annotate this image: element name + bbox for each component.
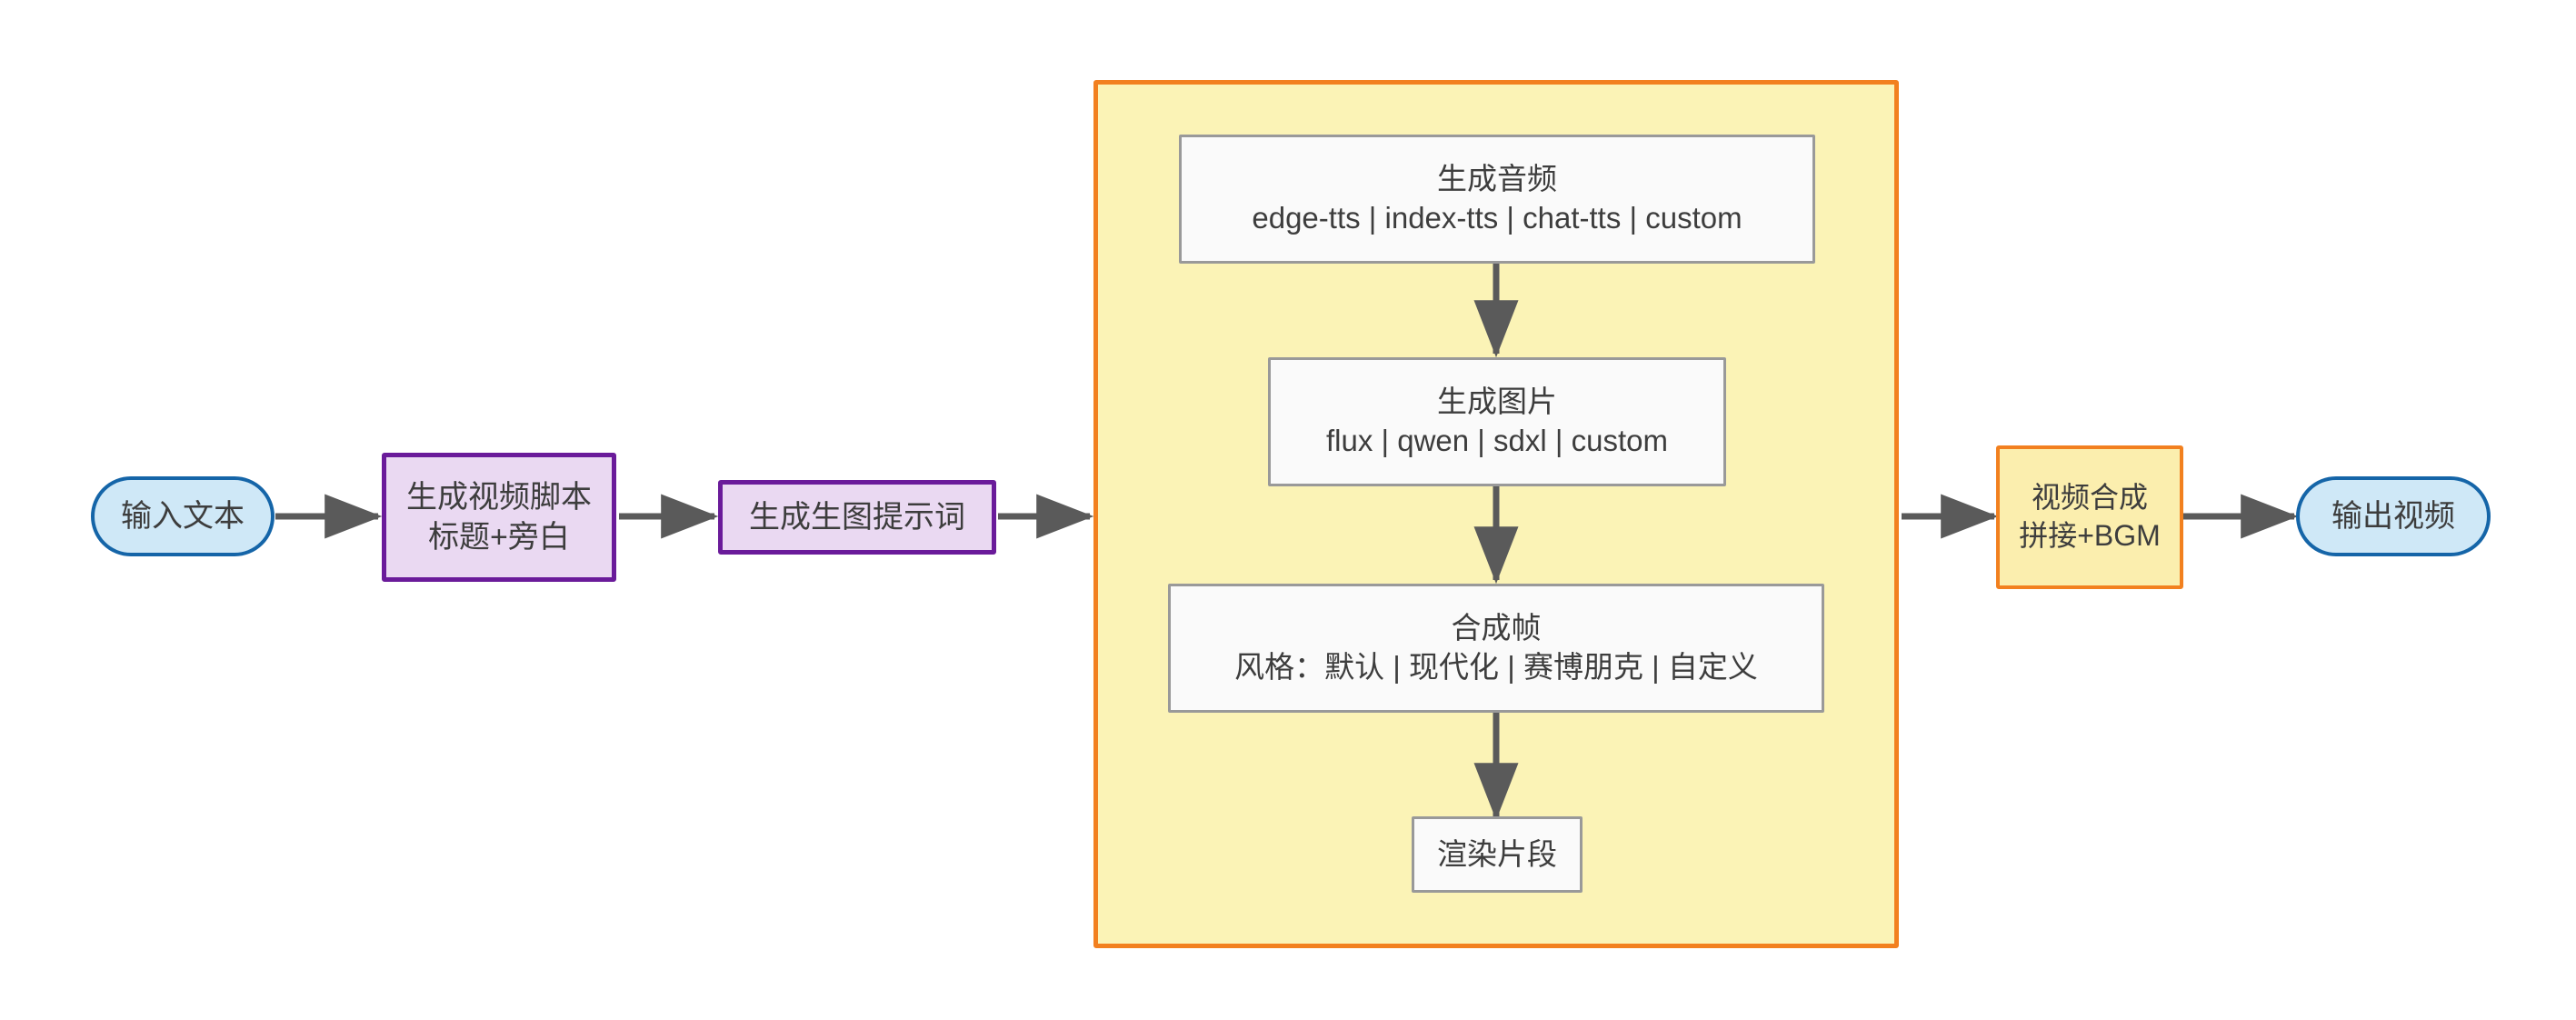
node-generate-image-prompt[interactable]: 生成生图提示词	[718, 480, 996, 555]
node-generate-image-prompt-label: 生成生图提示词	[749, 499, 965, 535]
node-video-merge-title: 视频合成	[2031, 481, 2148, 515]
node-output-video-label: 输出视频	[2331, 498, 2455, 534]
node-output-video[interactable]: 输出视频	[2296, 476, 2491, 556]
node-generate-image-options: flux | qwen | sdxl | custom	[1325, 424, 1669, 457]
node-generate-script-title: 生成视频脚本	[406, 479, 592, 515]
node-video-merge[interactable]: 视频合成 拼接+BGM	[1996, 445, 2183, 589]
node-generate-image[interactable]: 生成图片 flux | qwen | sdxl | custom	[1268, 357, 1726, 486]
node-render-clip-label: 渲染片段	[1437, 836, 1557, 871]
node-compose-frame-title: 合成帧	[1451, 611, 1542, 645]
node-compose-frame-options: 风格：默认 | 现代化 | 赛博朋克 | 自定义	[1234, 650, 1758, 684]
node-generate-script[interactable]: 生成视频脚本 标题+旁白	[382, 453, 616, 582]
node-compose-frame[interactable]: 合成帧 风格：默认 | 现代化 | 赛博朋克 | 自定义	[1168, 584, 1824, 713]
node-input-text[interactable]: 输入文本	[91, 476, 275, 556]
node-generate-script-subtitle: 标题+旁白	[428, 520, 570, 555]
node-input-text-label: 输入文本	[121, 498, 245, 534]
node-generate-audio-title: 生成音频	[1437, 162, 1557, 196]
node-video-merge-subtitle: 拼接+BGM	[2019, 519, 2161, 552]
node-generate-audio-options: edge-tts | index-tts | chat-tts | custom	[1252, 201, 1742, 235]
node-render-clip[interactable]: 渲染片段	[1412, 816, 1583, 893]
node-generate-image-title: 生成图片	[1437, 385, 1557, 419]
node-generate-audio[interactable]: 生成音频 edge-tts | index-tts | chat-tts | c…	[1179, 135, 1815, 264]
